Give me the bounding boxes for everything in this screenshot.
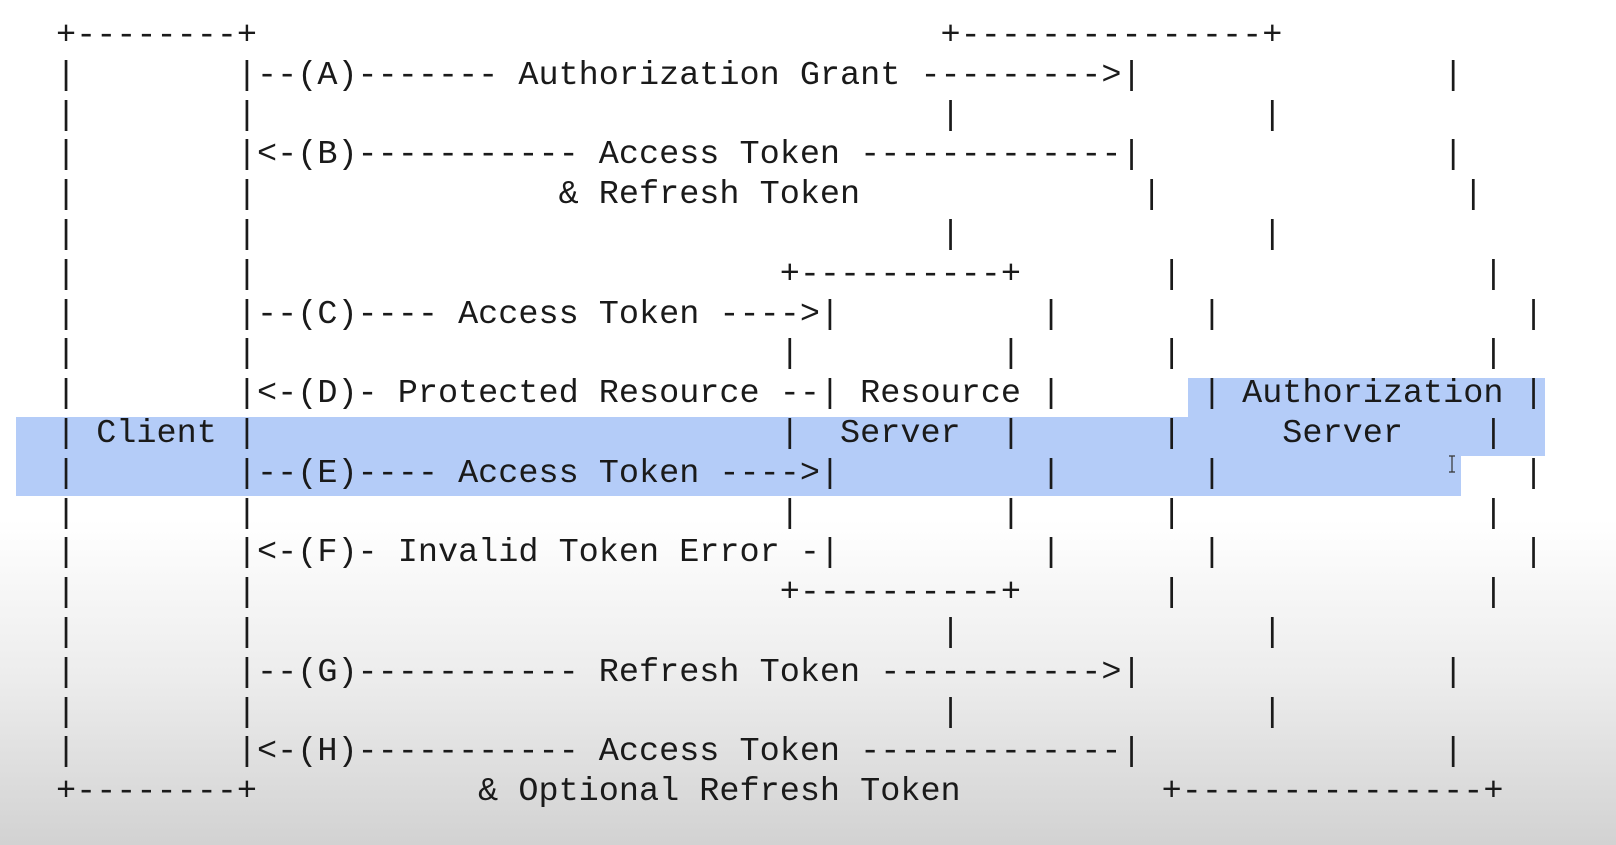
- diagram-line: | Client | | Server | | Server |: [56, 414, 1504, 453]
- diagram-line: | | | |: [56, 693, 1283, 732]
- diagram-line: | |<-(B)----------- Access Token -------…: [56, 136, 1464, 175]
- diagram-line: | |<-(D)- Protected Resource --| Resourc…: [56, 375, 1544, 414]
- diagram-line: | |<-(F)- Invalid Token Error -| | | |: [56, 534, 1544, 573]
- diagram-line: | | | | | |: [56, 494, 1504, 533]
- diagram-line: | | +----------+ | |: [56, 574, 1504, 613]
- diagram-line: +--------+ +---------------+: [56, 17, 1283, 55]
- diagram-line: | | | | | |: [56, 335, 1504, 374]
- diagram-line: | |--(G)----------- Refresh Token ------…: [56, 653, 1464, 692]
- oauth-refresh-token-flow-diagram: +--------+ +---------------+ | |--(A)---…: [56, 17, 1544, 813]
- diagram-line: +--------+ & Optional Refresh Token +---…: [56, 773, 1504, 812]
- diagram-line: | |--(A)------- Authorization Grant ----…: [56, 56, 1464, 95]
- text-cursor-icon: [1449, 455, 1455, 473]
- text-selection-highlight: [1188, 378, 1545, 456]
- diagram-line: | | +----------+ | |: [56, 255, 1504, 294]
- diagram-line: | | & Refresh Token | |: [56, 176, 1484, 215]
- diagram-line: | | | |: [56, 613, 1283, 652]
- diagram-line: | |--(E)---- Access Token ---->| | | |: [56, 454, 1544, 493]
- diagram-line: | | | |: [56, 215, 1283, 254]
- diagram-line: | | | |: [56, 96, 1283, 135]
- diagram-line: | |--(C)---- Access Token ---->| | | |: [56, 295, 1544, 334]
- diagram-line: | |<-(H)----------- Access Token -------…: [56, 733, 1464, 772]
